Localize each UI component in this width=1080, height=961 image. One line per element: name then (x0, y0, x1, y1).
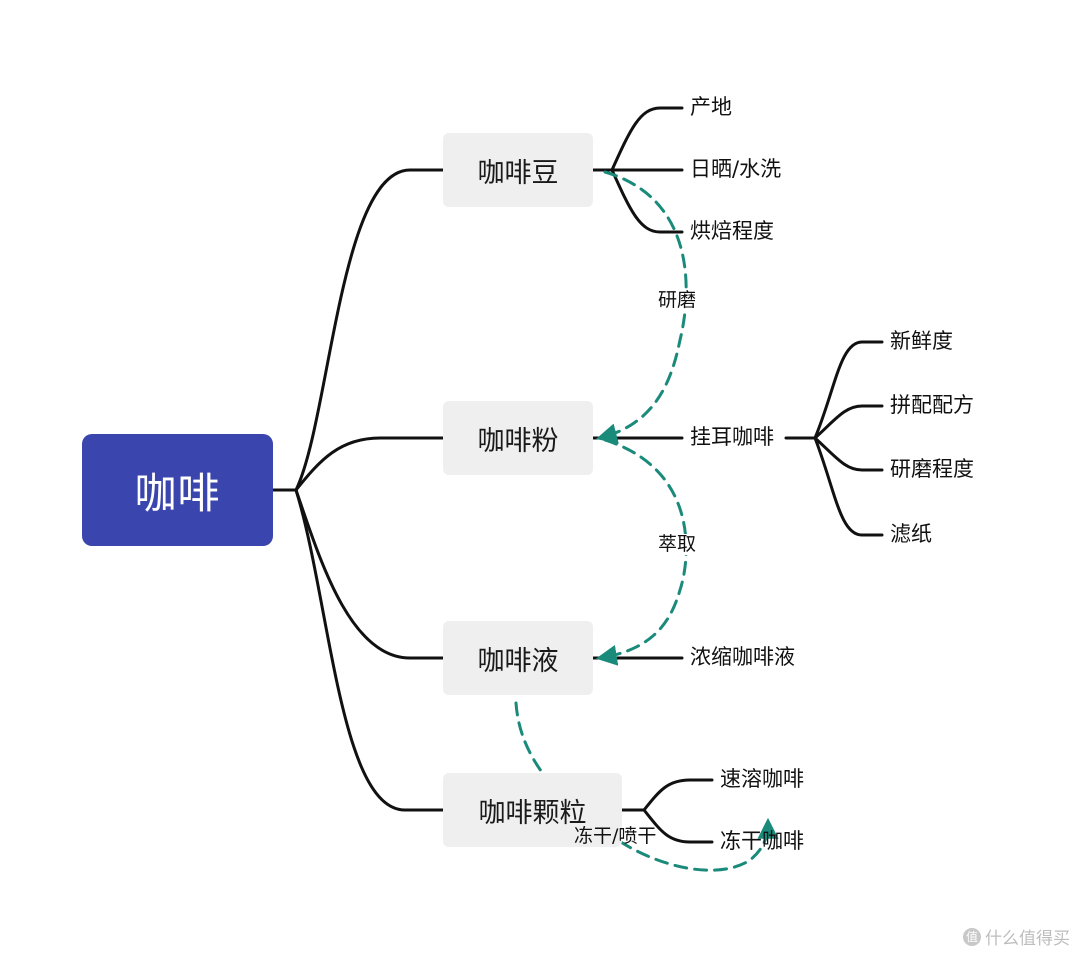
leaf-roast-level: 烘焙程度 (690, 219, 774, 243)
node-coffee-beans: 咖啡豆 (443, 133, 593, 207)
process-label-grind: 研磨 (656, 289, 699, 311)
node-coffee-powder: 咖啡粉 (443, 401, 593, 475)
connector-bean-origin (610, 106, 684, 172)
connector-bean-roast (610, 168, 684, 234)
connector-dripbag-grind (813, 436, 884, 472)
connector-dripbag-blend (813, 404, 884, 440)
leaf-espresso-liquid: 浓缩咖啡液 (690, 645, 795, 669)
flow-arrow-dry (514, 701, 779, 872)
flow-arrow-grind (595, 170, 688, 444)
leaf-freshness: 新鲜度 (890, 329, 953, 353)
root-node-coffee: 咖啡 (82, 434, 273, 546)
leaf-processing-method: 日晒/水洗 (690, 157, 782, 181)
flow-arrow-extract (595, 438, 688, 666)
watermark-text: 什么值得买 (985, 929, 1070, 949)
connector-root-granule (294, 488, 445, 812)
leaf-blend-recipe: 拼配配方 (890, 393, 974, 417)
connector-dripbag-filter (813, 436, 884, 537)
connector-root-liquid (294, 488, 445, 660)
leaf-filter-paper: 滤纸 (890, 522, 932, 546)
connector-root-powder (294, 436, 445, 492)
leaf-origin: 产地 (690, 95, 732, 119)
connector-dripbag-freshness (813, 340, 884, 440)
connector-granule-instant (642, 778, 714, 812)
watermark: 值 什么值得买 (963, 924, 1070, 949)
leaf-grind-level: 研磨程度 (890, 457, 974, 481)
node-coffee-liquid: 咖啡液 (443, 621, 593, 695)
leaf-freeze-dried-coffee: 冻干咖啡 (720, 829, 804, 853)
leaf-instant-coffee: 速溶咖啡 (720, 767, 804, 791)
leaf-drip-bag-coffee: 挂耳咖啡 (690, 425, 774, 449)
node-coffee-granules: 咖啡颗粒 (443, 773, 622, 847)
watermark-logo-icon: 值 (963, 927, 981, 946)
connector-root-bean (271, 168, 445, 492)
process-label-dry: 冻干/喷干 (574, 825, 657, 847)
process-label-extract: 萃取 (656, 533, 699, 555)
connector-granule-freezedried (642, 808, 714, 844)
